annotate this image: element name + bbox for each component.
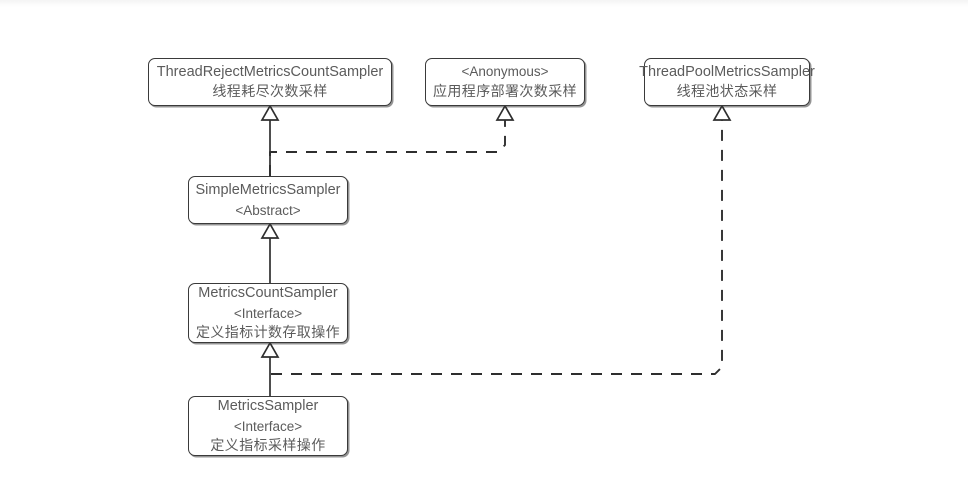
edge-metricssampler-to-metricscount bbox=[260, 341, 280, 396]
node-description: 定义指标计数存取操作 bbox=[196, 323, 340, 340]
edge-simple-to-anonymous bbox=[269, 104, 515, 176]
top-edge-strip bbox=[0, 0, 968, 7]
node-thread-pool-metrics-sampler[interactable]: ThreadPoolMetricsSampler 线程池状态采样 bbox=[639, 58, 815, 106]
node-thread-reject-metrics-count-sampler[interactable]: ThreadRejectMetricsCountSampler 线程耗尽次数采样 bbox=[148, 58, 392, 106]
node-title: MetricsSampler bbox=[217, 398, 319, 415]
node-stereotype: <Interface> bbox=[233, 418, 303, 434]
node-stereotype: <Abstract> bbox=[235, 202, 301, 218]
node-simple-metrics-sampler[interactable]: SimpleMetricsSampler <Abstract> bbox=[188, 176, 348, 224]
node-title: SimpleMetricsSampler bbox=[195, 182, 341, 199]
edge-metricscount-to-simple bbox=[260, 222, 280, 283]
node-description: 定义指标采样操作 bbox=[210, 436, 326, 453]
node-title: ThreadRejectMetricsCountSampler bbox=[156, 63, 384, 80]
node-metrics-sampler[interactable]: MetricsSampler <Interface> 定义指标采样操作 bbox=[188, 396, 348, 456]
node-stereotype: <Interface> bbox=[233, 305, 303, 321]
node-description: 线程耗尽次数采样 bbox=[212, 83, 328, 100]
node-stereotype: <Anonymous> bbox=[461, 64, 549, 80]
edge-metricssampler-to-threadpool bbox=[271, 104, 732, 375]
node-description: 应用程序部署次数采样 bbox=[433, 82, 577, 99]
node-description: 线程池状态采样 bbox=[676, 83, 778, 100]
node-title: MetricsCountSampler bbox=[198, 285, 338, 302]
node-metrics-count-sampler[interactable]: MetricsCountSampler <Interface> 定义指标计数存取… bbox=[188, 283, 348, 343]
node-title: ThreadPoolMetricsSampler bbox=[639, 63, 815, 80]
node-anonymous[interactable]: <Anonymous> 应用程序部署次数采样 bbox=[425, 58, 585, 106]
